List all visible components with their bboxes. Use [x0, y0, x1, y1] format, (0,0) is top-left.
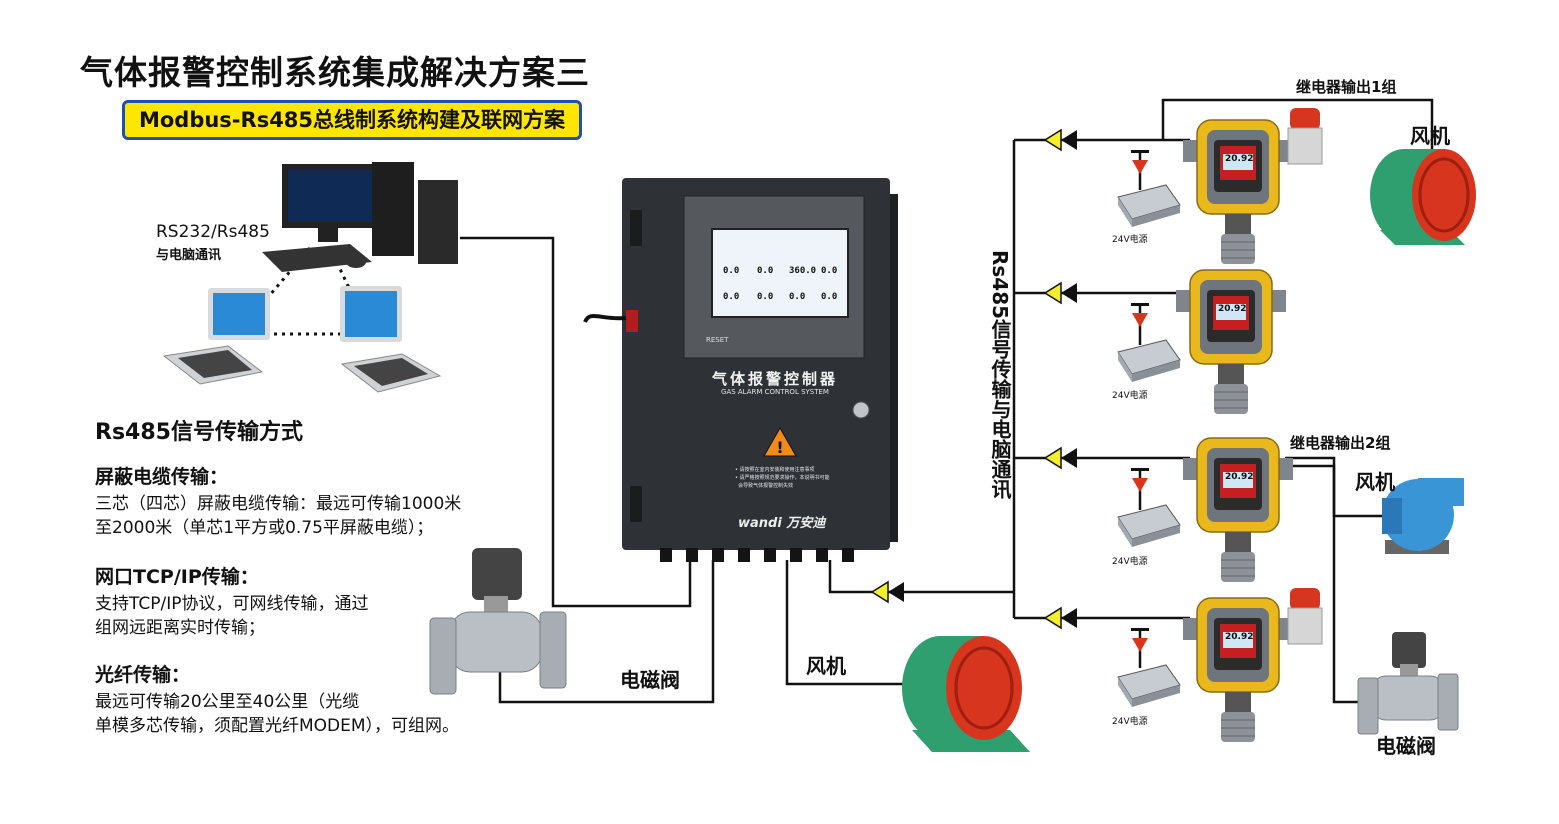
section-heading: 屏蔽电缆传输：: [95, 466, 229, 488]
gas-detector-2: [1175, 269, 1287, 415]
laptop-right: [340, 286, 442, 393]
section-line: 三芯（四芯）屏蔽电缆传输：最远可传输1000米: [95, 494, 462, 514]
warning-text: • 请按照在室内安装和使用注意事项• 请严格按照规范要求操作，本说明书可能 会导…: [735, 467, 830, 489]
centrifugal-fan: [1382, 478, 1464, 554]
transmission-heading: Rs485信号传输方式: [95, 420, 303, 445]
power-supply-icons: [1117, 184, 1181, 707]
page-title: 气体报警控制系统集成解决方案三: [80, 53, 590, 92]
desktop-computer: [262, 162, 458, 272]
screen-value: 0.0: [757, 292, 774, 302]
wiring: [460, 98, 1434, 704]
axial-fan-top-right: [1370, 149, 1476, 245]
alarm-lamp-1: [1287, 108, 1323, 165]
relay-label-1: 继电器输出1组: [1296, 78, 1397, 96]
screen-value: 0.0: [723, 266, 740, 276]
valve-label-right: 电磁阀: [1376, 734, 1436, 758]
detector-reading: 20.92: [1225, 154, 1254, 164]
alarm-lamp-2: [1287, 588, 1323, 645]
power-label: 24V电源: [1112, 235, 1148, 245]
screen-value: 0.0: [789, 292, 806, 302]
axial-fan-bottom: [902, 636, 1030, 752]
arrow-row-3: [1043, 446, 1077, 470]
section-line: 最远可传输20公里至40公里（光缆: [95, 692, 360, 712]
gas-detector-3: [1182, 437, 1294, 583]
bus-label: Rs485信号传输与电脑通讯: [988, 250, 1012, 500]
screen-value: 0.0: [723, 292, 740, 302]
screen-value: 0.0: [821, 266, 838, 276]
detector-reading: 20.92: [1225, 472, 1254, 482]
section-line: 组网远距离实时传输；: [95, 618, 265, 638]
fan-label-top: 风机: [1410, 124, 1450, 148]
controller-screen: 0.0 0.0 360.0 0.0 0.0 0.0 0.0 0.0: [711, 228, 849, 318]
detector-reading: 20.92: [1218, 304, 1247, 314]
solenoid-valve-left: [429, 548, 567, 695]
subtitle-box: Modbus-Rs485总线制系统构建及联网方案: [122, 100, 582, 140]
arrow-row-4: [1043, 606, 1077, 630]
pc-comm-label-2: 与电脑通讯: [156, 248, 222, 263]
diode-icons: [1131, 150, 1149, 652]
controller-name-en: GAS ALARM CONTROL SYSTEM: [721, 388, 829, 396]
screen-value: 0.0: [821, 292, 838, 302]
svg-text:!: !: [776, 438, 783, 457]
solenoid-valve-right: [1357, 632, 1459, 735]
arrow-row-2: [1043, 281, 1077, 305]
section-line: 支持TCP/IP协议，可网线传输，通过: [95, 594, 369, 614]
power-label: 24V电源: [1112, 717, 1148, 727]
detector-reading: 20.92: [1225, 632, 1254, 642]
screen-value: 0.0: [757, 266, 774, 276]
arrow-controller: [870, 580, 904, 604]
section-line: 单模多芯传输，须配置光纤MODEM），可组网。: [95, 716, 460, 736]
section-heading: 光纤传输：: [95, 664, 191, 686]
arrow-row-1: [1043, 128, 1077, 152]
gas-detector-1: [1182, 119, 1294, 265]
power-label: 24V电源: [1112, 391, 1148, 401]
bus-arrows: [870, 128, 1077, 630]
section-line: 至2000米（单芯1平方或0.75平屏蔽电缆）；: [95, 518, 434, 538]
fan-label-bottom: 风机: [806, 654, 846, 678]
pc-comm-label-1: RS232/Rs485: [156, 222, 270, 242]
power-label: 24V电源: [1112, 557, 1148, 567]
laptop-left: [162, 288, 270, 385]
screen-value: 360.0: [789, 266, 817, 276]
valve-label-left: 电磁阀: [620, 668, 680, 692]
section-heading: 网口TCP/IP传输：: [95, 566, 259, 588]
controller-name: 气体报警控制器: [711, 370, 838, 388]
gas-detector-4: [1182, 597, 1294, 743]
brand-logo: wandi 万安迪: [738, 516, 826, 531]
relay-label-2: 继电器输出2组: [1290, 434, 1391, 452]
fan-label-middle: 风机: [1355, 470, 1395, 494]
reset-label: RESET: [706, 336, 729, 344]
